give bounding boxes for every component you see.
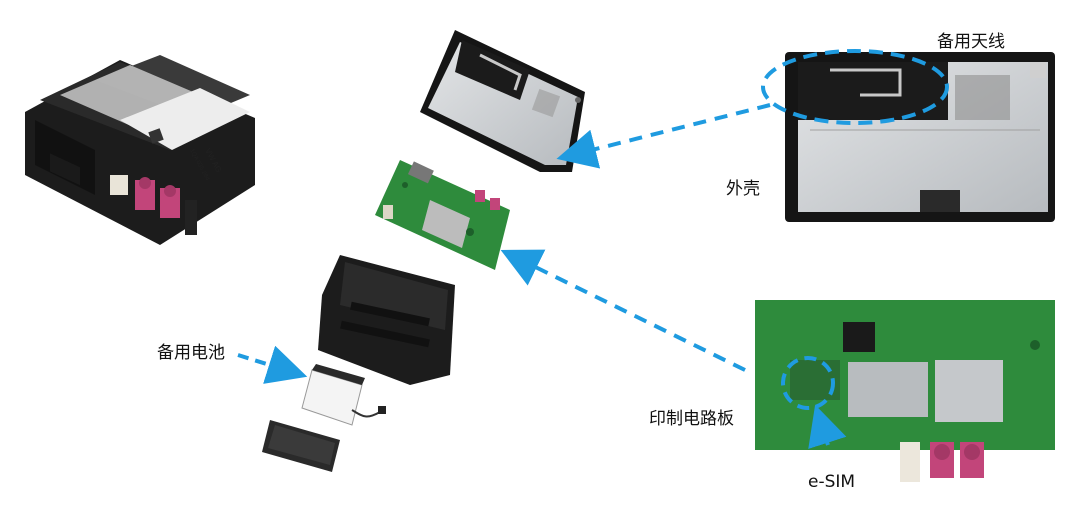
assembled-module-photo: VW AG 1QA 035 284 — [25, 55, 255, 245]
bottom-housing-photo — [318, 255, 455, 385]
pcb-detail-photo — [755, 300, 1055, 482]
housing-label: 外壳 — [726, 179, 760, 199]
esim-arrow — [808, 404, 847, 449]
pcb-arrow — [500, 249, 746, 372]
top-shell-photo — [420, 30, 585, 172]
housing-detail-photo — [785, 52, 1055, 222]
pcb-label: 印制电路板 — [649, 409, 734, 429]
battery-arrow — [237, 345, 308, 384]
esim-label: e-SIM — [808, 472, 856, 492]
esim-highlight-ring — [781, 356, 835, 410]
housing-arrow — [556, 103, 771, 169]
backup-antenna-label: 备用天线 — [937, 32, 1005, 52]
backup-battery-photo — [301, 364, 386, 426]
backup-battery-label: 备用电池 — [157, 343, 225, 363]
pcb-photo — [375, 160, 510, 270]
battery-cover-photo — [262, 420, 340, 472]
antenna-highlight-ring — [761, 49, 949, 125]
